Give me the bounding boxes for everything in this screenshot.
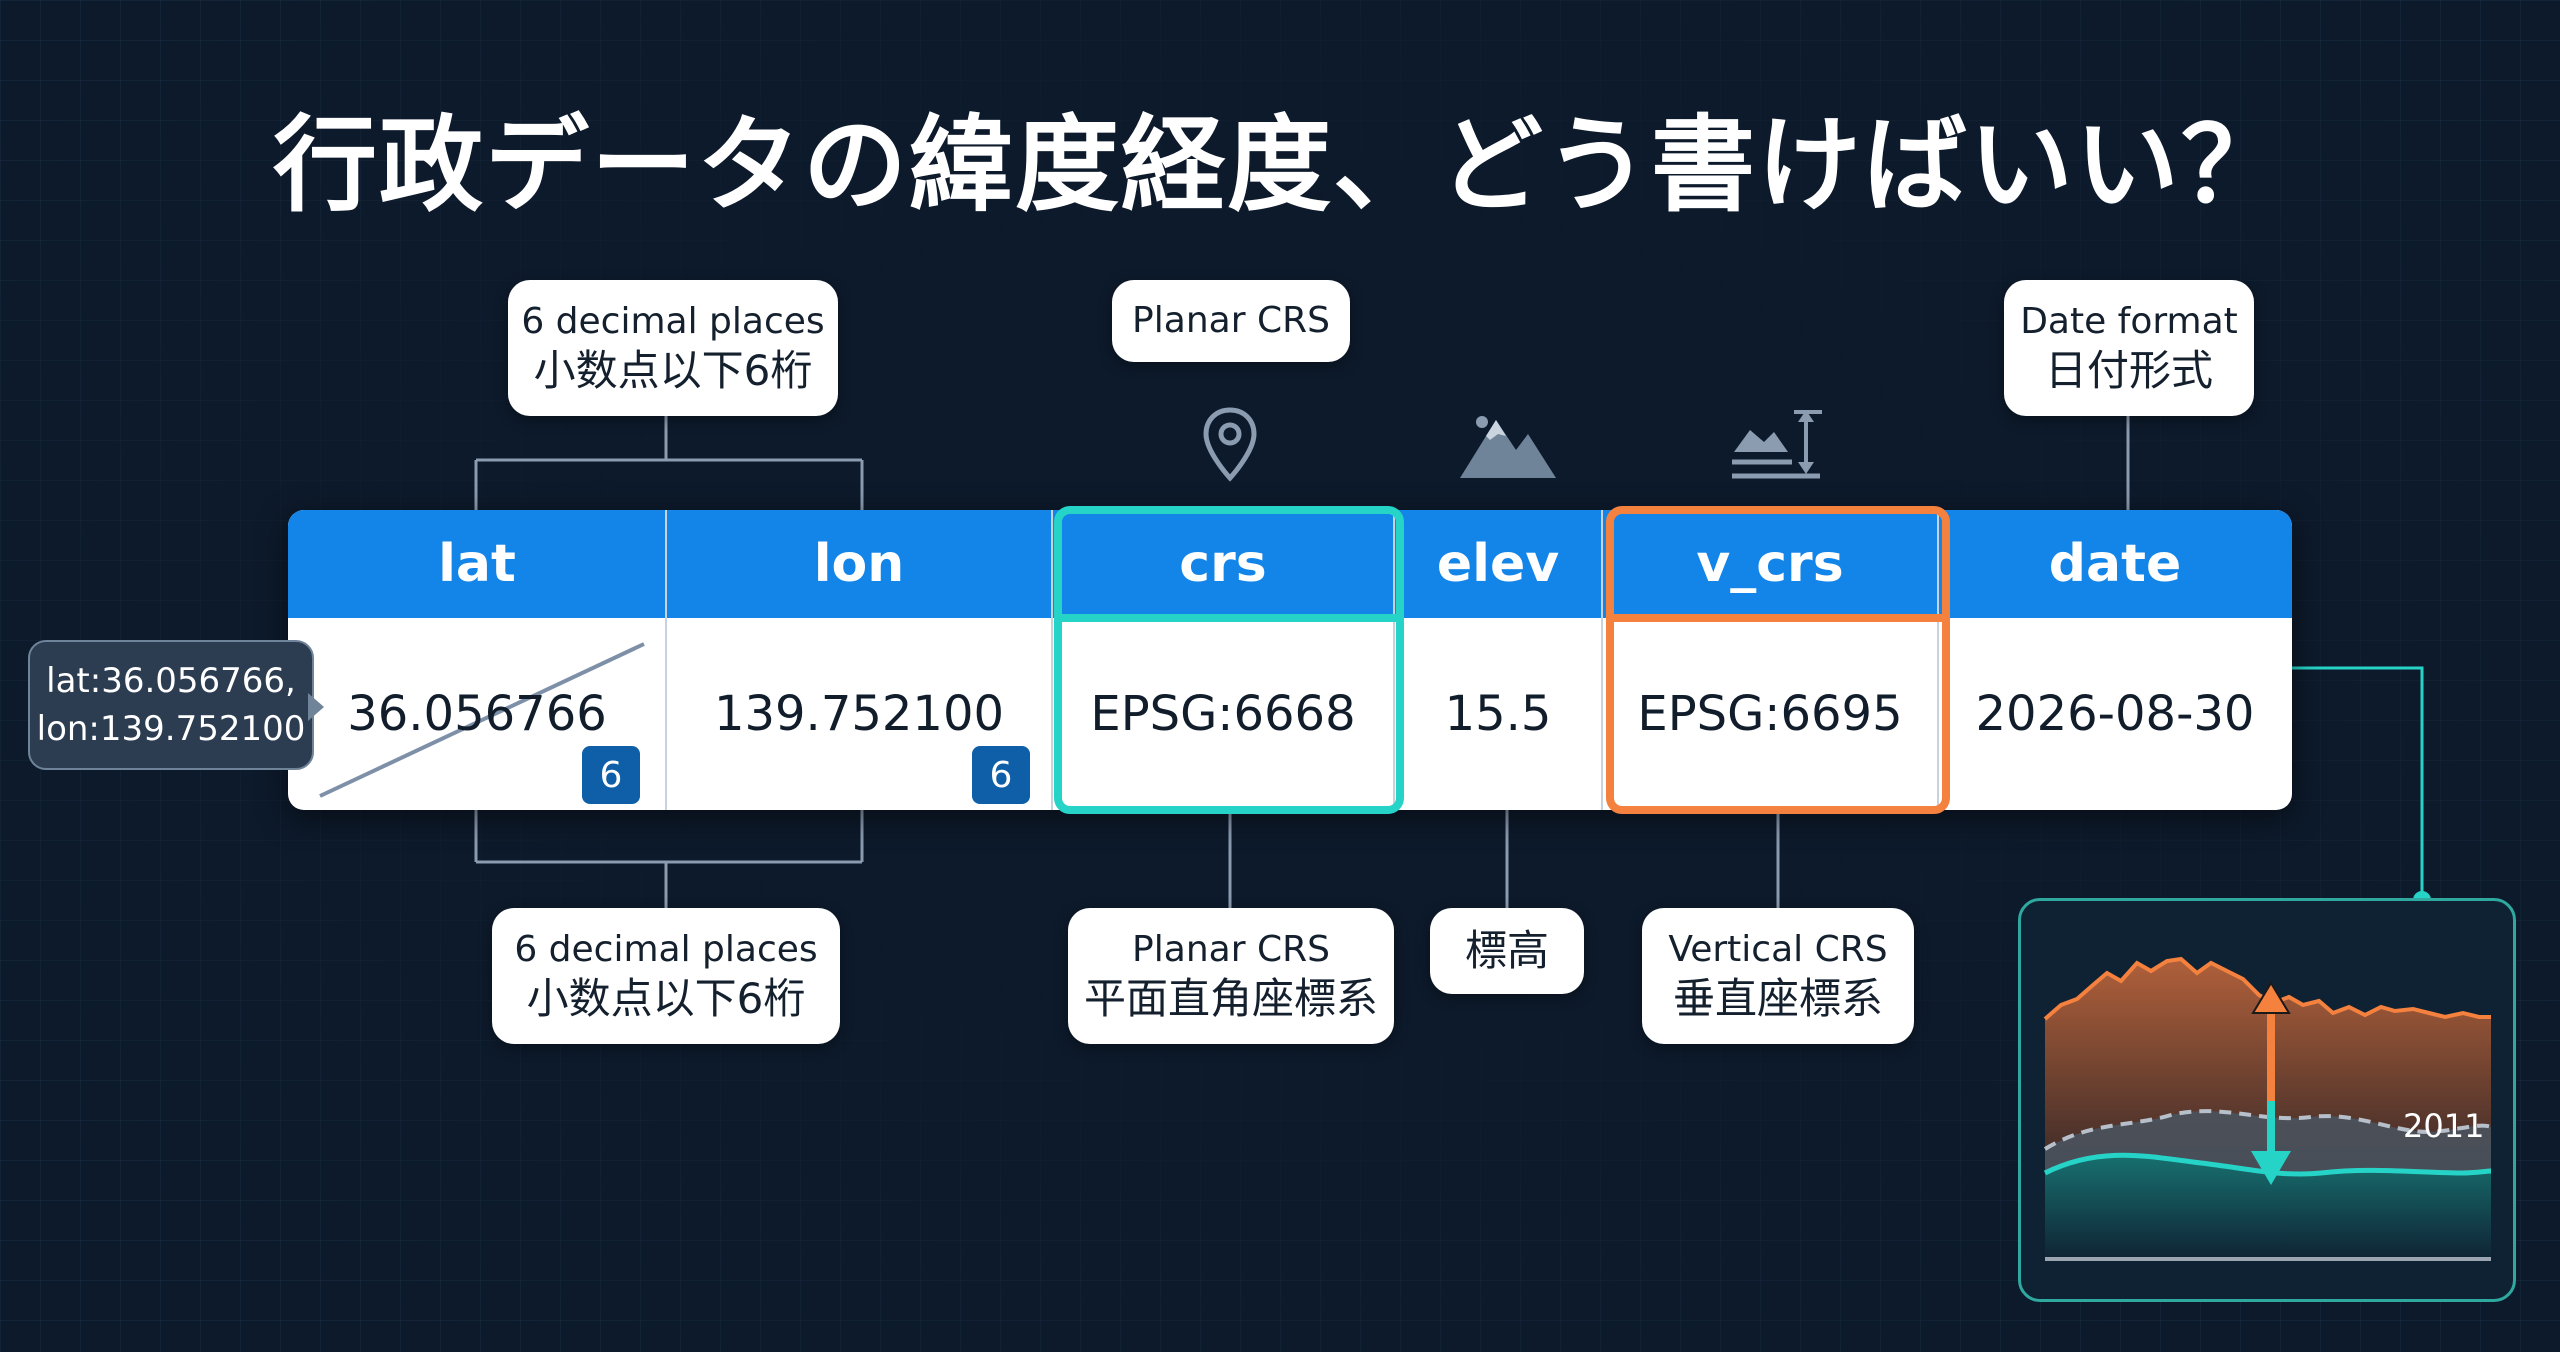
column-divider xyxy=(665,510,667,810)
page-title: 行政データの緯度経度、どう書けばいい？ xyxy=(272,104,2287,226)
tooltip-arrow xyxy=(308,693,324,721)
header-v-crs: v_crs xyxy=(1696,534,1844,594)
highlight-v-crs-divider xyxy=(1610,614,1946,622)
callout-vertical-bottom: Vertical CRS 垂直座標系 xyxy=(1642,908,1914,1044)
tooltip-lon: lon:139.752100 xyxy=(36,709,306,749)
highlight-crs xyxy=(1054,506,1404,814)
highlight-v-crs xyxy=(1606,506,1950,814)
column-divider xyxy=(1393,510,1395,810)
mountain-icon xyxy=(1460,416,1556,478)
header-lon: lon xyxy=(813,534,905,594)
callout-planar-bottom-en: Planar CRS xyxy=(1132,929,1330,970)
callout-date-top: Date format 日付形式 xyxy=(2004,280,2254,416)
header-crs: crs xyxy=(1179,534,1267,594)
badge-lat-precision: 6 xyxy=(582,746,640,804)
header-lat: lat xyxy=(438,534,516,594)
callout-date-top-en: Date format xyxy=(2020,301,2238,342)
strike-line xyxy=(319,642,645,798)
callout-decimal-top: 6 decimal places 小数点以下6桁 xyxy=(508,280,838,416)
cell-elev: 15.5 xyxy=(1444,686,1552,742)
cell-v-crs: EPSG:6695 xyxy=(1637,686,1903,742)
callout-decimal-top-en: 6 decimal places xyxy=(521,301,825,342)
vertical-datum-icon xyxy=(1732,410,1822,479)
callout-elev-bottom: 標高 xyxy=(1430,908,1584,994)
callout-planar-bottom: Planar CRS 平面直角座標系 xyxy=(1068,908,1394,1044)
double-arrow-icon xyxy=(2251,981,2291,1185)
header-date: date xyxy=(2048,534,2182,594)
callout-decimal-bottom-en: 6 decimal places xyxy=(514,929,818,970)
tooltip-lat: lat:36.056766, xyxy=(46,661,296,701)
callout-vertical-bottom-en: Vertical CRS xyxy=(1668,929,1888,970)
column-divider xyxy=(1937,510,1939,810)
header-elev: elev xyxy=(1436,534,1560,594)
cell-date: 2026-08-30 xyxy=(1975,686,2255,742)
chart-series-teal-line xyxy=(2043,1152,2492,1177)
highlight-crs-divider xyxy=(1058,614,1400,622)
callout-planar-top-en: Planar CRS xyxy=(1132,300,1330,341)
column-divider xyxy=(1601,510,1603,810)
table-header-row xyxy=(288,510,2292,618)
callout-planar-bottom-ja: 平面直角座標系 xyxy=(1083,974,1378,1023)
chart-series-teal-area xyxy=(2045,1155,2491,1261)
elevation-chart-card: 2011 xyxy=(2018,898,2516,1302)
callout-vertical-bottom-ja: 垂直座標系 xyxy=(1672,974,1883,1023)
coordinate-tooltip: lat:36.056766, lon:139.752100 xyxy=(28,640,314,770)
chart-annotation-year: 2011 xyxy=(2403,1107,2485,1145)
callout-planar-top: Planar CRS xyxy=(1112,280,1350,362)
cell-lat: 36.056766 xyxy=(347,686,607,742)
callout-decimal-top-ja: 小数点以下6桁 xyxy=(533,346,813,395)
callout-date-top-ja: 日付形式 xyxy=(2044,346,2213,395)
column-divider xyxy=(1051,510,1053,810)
cell-lon: 139.752100 xyxy=(713,686,1005,742)
badge-lon-precision: 6 xyxy=(972,746,1030,804)
callout-decimal-bottom: 6 decimal places 小数点以下6桁 xyxy=(492,908,840,1044)
data-table: lat lon crs elev v_crs date 36.056766 13… xyxy=(288,510,2292,810)
chart-series-gray-dashed xyxy=(2043,1109,2492,1151)
map-pin-icon xyxy=(1203,407,1257,482)
callout-decimal-bottom-ja: 小数点以下6桁 xyxy=(526,974,806,1023)
elevation-chart xyxy=(2043,956,2492,1261)
callout-elev-bottom-ja: 標高 xyxy=(1464,926,1549,975)
cell-crs: EPSG:6668 xyxy=(1090,686,1356,742)
